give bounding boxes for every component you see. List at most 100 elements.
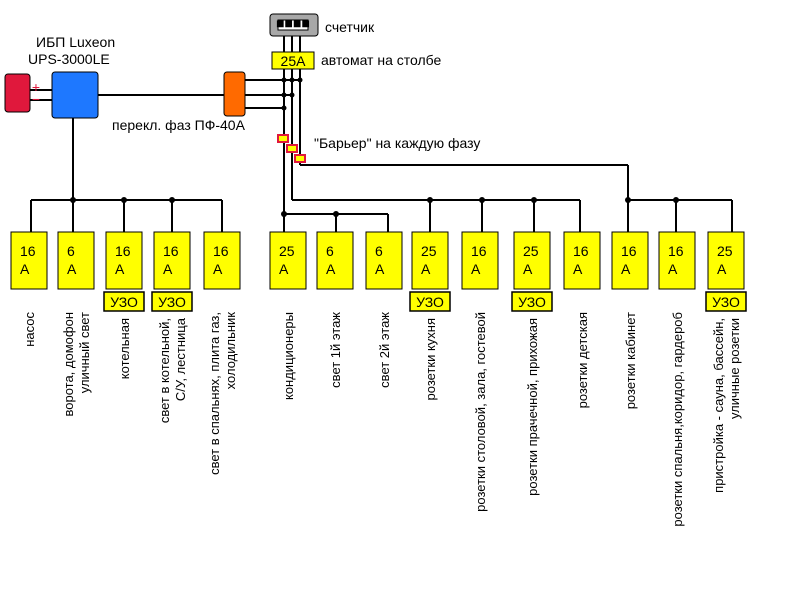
uzo-label: УЗО [416,294,444,310]
breaker-unit: A [213,261,223,277]
breaker-unit: A [523,261,533,277]
breaker-unit: A [279,261,289,277]
circuit-label-line: розетки кухня [423,318,438,401]
breaker-body [411,231,449,290]
circuit-label-line: уличные розетки [727,318,742,419]
circuit-label-line: ворота, домофон [61,312,76,417]
circuit-label-line: С/У, лестница [173,317,188,401]
battery-plus: + [32,79,40,95]
circuit-label-line: свет 2й этаж [377,312,392,388]
breaker-2: 6A [57,231,95,290]
breaker-unit: A [717,261,727,277]
uzo-label: УЗО [712,294,740,310]
circuit-label-line: розетки кабинет [623,312,638,409]
breaker-rating: 16 [471,243,487,259]
circuit-label-line: свет 1й этаж [328,312,343,388]
breaker-rating: 16 [573,243,589,259]
breaker-body [658,231,696,290]
barrier-relay-1 [277,134,289,143]
breaker-body [10,231,48,290]
breaker-rating: 25 [523,243,539,259]
breaker-unit: A [421,261,431,277]
ups-label-line2: UPS-3000LE [28,51,110,67]
circuit-label-2: ворота, домофонуличный свет [61,312,92,417]
breaker-rating: 16 [213,243,229,259]
breaker-unit: A [621,261,631,277]
circuit-label-3: котельная [117,318,132,379]
circuit-label-line: розетки спальня,коридор, гардероб [670,312,685,527]
breaker-14: 16A [658,231,696,290]
barrier-relays [277,134,306,163]
breaker-unit: A [20,261,30,277]
breaker-8: 6A [365,231,403,290]
uzo-label: УЗО [110,294,138,310]
circuit-label-line: насос [22,312,37,347]
ups-unit [51,71,99,119]
breaker-5: 16A [203,231,241,290]
meter-display: ■■■■ [276,15,310,31]
barrier-relay-3 [294,154,306,163]
uzo-box [151,291,193,312]
junction-dots [70,77,679,217]
breaker-body [461,231,499,290]
circuit-label-6: кондиционеры [281,312,296,400]
circuit-label-line: розетки столовой, зала, гостевой [473,312,488,512]
circuit-label-9: розетки кухня [423,318,438,401]
circuit-label-1: насос [22,312,37,347]
breaker-body [105,231,143,290]
breaker-rating: 16 [621,243,637,259]
breaker-unit: A [163,261,173,277]
circuit-label-line: розетки прачечной, прихожая [525,318,540,496]
circuit-label-7: свет 1й этаж [328,312,343,388]
circuit-label-line: пристройка - сауна, бассейн, [711,318,726,493]
breaker-unit: A [67,261,77,277]
circuit-label-4: свет в котельной,С/У, лестница [157,317,188,423]
breaker-body [365,231,403,290]
ups-label-line1: ИБП Luxeon [36,34,115,50]
uzo-box [705,291,747,312]
breaker-6: 25A [269,231,307,290]
breaker-unit: A [375,261,385,277]
meter-label: счетчик [325,19,375,35]
circuit-label-12: розетки детская [575,312,590,408]
breaker-unit: A [471,261,481,277]
circuit-label-line: свет в спальнях, плита газ, [207,312,222,475]
breaker-rating: 6 [326,243,334,259]
breaker-body [153,231,191,290]
uzo-box [511,291,553,312]
breaker-1: 16A [10,231,48,290]
main-breaker-rating: 25A [281,53,307,69]
circuit-label-13: розетки кабинет [623,312,638,409]
breaker-body [57,231,95,290]
circuit-label-line: уличный свет [77,312,92,393]
breaker-unit: A [668,261,678,277]
breaker-row: 16A6A16AУЗО16AУЗО16A25A6A6A25AУЗО16A25AУ… [10,231,747,312]
circuit-labels: насос ворота, домофонуличный свет котельна… [22,312,742,527]
breaker-rating: 16 [115,243,131,259]
breaker-7: 6A [316,231,354,290]
breaker-12: 16A [563,231,601,290]
circuit-label-line: холодильник [223,312,238,390]
breaker-body [316,231,354,290]
breaker-rating: 6 [375,243,383,259]
breaker-body [611,231,649,290]
barrier-relay-2 [286,144,298,153]
circuit-label-8: свет 2й этаж [377,312,392,388]
breaker-rating: 6 [67,243,75,259]
uzo-label: УЗО [158,294,186,310]
breaker-body [269,231,307,290]
uzo-box [103,291,145,312]
uzo-box [409,291,451,312]
breaker-13: 16A [611,231,649,290]
barrier-label: "Барьер" на каждую фазу [314,135,480,151]
breaker-body [513,231,551,290]
breaker-body [563,231,601,290]
breaker-body [203,231,241,290]
breaker-unit: A [573,261,583,277]
